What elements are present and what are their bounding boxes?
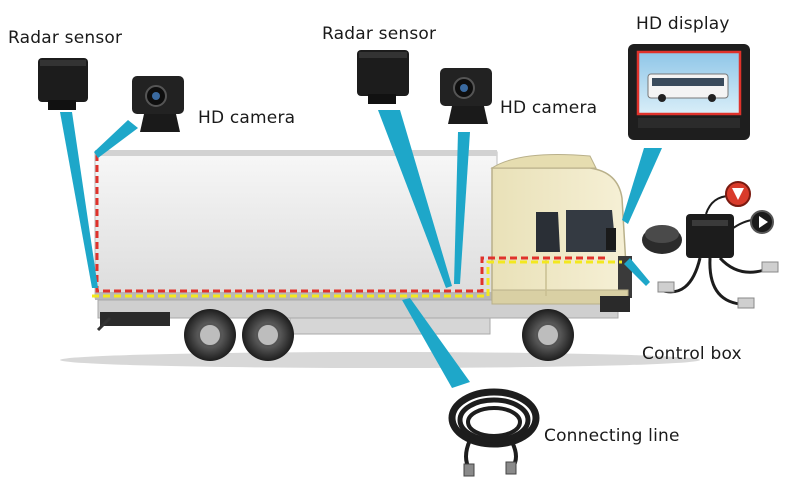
- wheel-rear-1: [184, 309, 236, 361]
- hd-display: [628, 44, 750, 140]
- label-radar-sensor-mid: Radar sensor: [322, 24, 437, 44]
- wheel-rear-2: [242, 309, 294, 361]
- pointer-lines: [60, 110, 662, 388]
- truck-cab: [490, 154, 632, 312]
- radar-sensor-left: [38, 58, 88, 110]
- warning-light-red-icon: [725, 181, 751, 207]
- ground-shadow: [60, 352, 700, 368]
- label-hd-camera-mid: HD camera: [500, 98, 598, 118]
- label-hd-display: HD display: [636, 14, 730, 34]
- coverage-zone-yellow: [92, 260, 622, 298]
- indicator-light-black-icon: [750, 210, 774, 234]
- cargo-box: [94, 150, 498, 300]
- hd-camera-left: [132, 76, 184, 132]
- label-connecting-line: Connecting line: [544, 426, 680, 446]
- radar-sensor-mid: [357, 50, 409, 104]
- label-radar-sensor-left: Radar sensor: [8, 28, 123, 48]
- hd-camera-mid: [440, 68, 492, 124]
- coverage-zone-red: [95, 154, 608, 293]
- wheel-front: [522, 309, 574, 361]
- label-hd-camera-left: HD camera: [198, 108, 296, 128]
- label-control-box: Control box: [642, 344, 742, 364]
- control-box: [657, 195, 779, 309]
- buzzer-speaker: [642, 225, 682, 254]
- connecting-line-cable: [448, 388, 540, 477]
